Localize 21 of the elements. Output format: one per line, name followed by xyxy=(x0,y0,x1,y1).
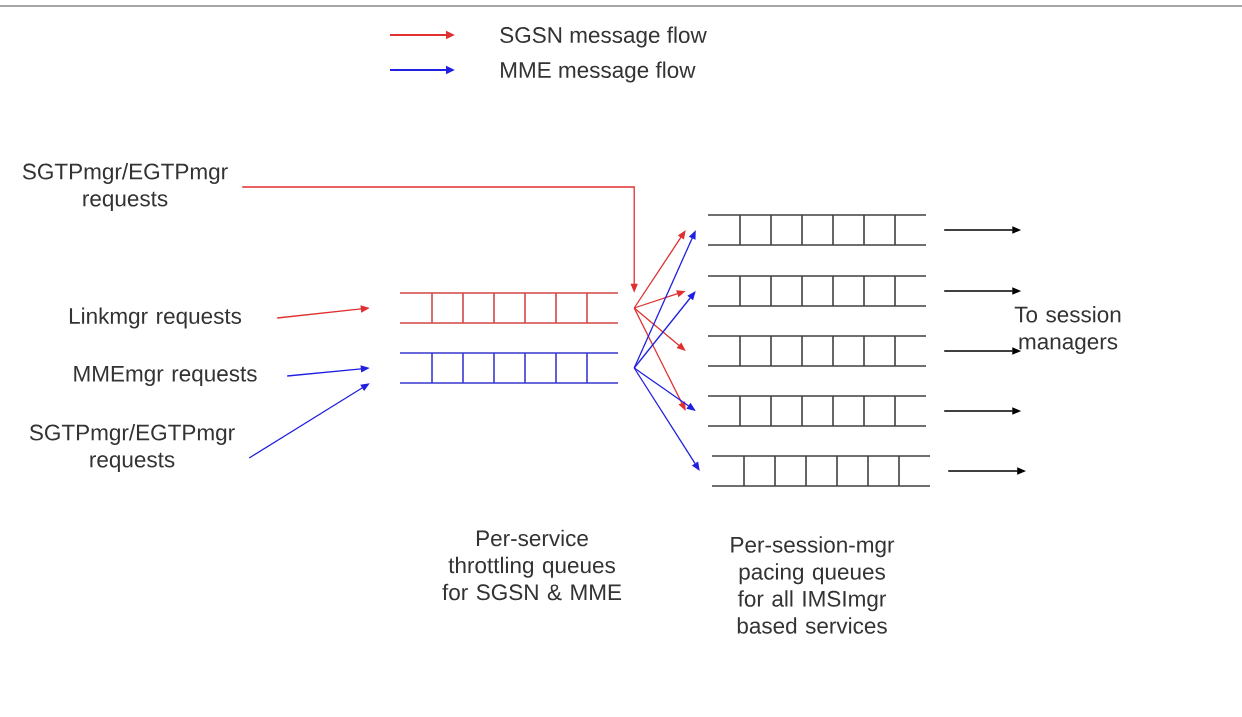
queue-drawing xyxy=(707,275,927,307)
arrow xyxy=(633,230,686,309)
caption-text: Per-session-mgr pacing queues for all IMSImgr based services xyxy=(731,536,895,634)
queue-drawing xyxy=(707,395,927,427)
caption-text: Per-service throttling queues for SGSN & MME xyxy=(442,529,622,601)
queue-drawing xyxy=(707,335,927,367)
request-source-text: MMEmgr requests xyxy=(74,365,257,387)
queue-drawing xyxy=(711,455,931,487)
legend-text: SGSN message flow xyxy=(500,26,707,48)
request-source-text: SGTPmgr/EGTPmgr requests xyxy=(29,424,235,472)
queue-drawing xyxy=(399,352,619,384)
legend-text: MME message flow xyxy=(501,61,696,83)
request-source-text: SGTPmgr/EGTPmgr requests xyxy=(22,163,228,211)
queue-drawing xyxy=(707,214,927,246)
queue-drawing xyxy=(399,292,619,324)
arrow xyxy=(633,367,700,471)
request-source-text: Linkmgr requests xyxy=(69,307,242,329)
arrow xyxy=(633,291,696,369)
arrow xyxy=(633,307,686,351)
destination-text: To session managers xyxy=(1014,306,1121,354)
arrow xyxy=(633,307,686,411)
